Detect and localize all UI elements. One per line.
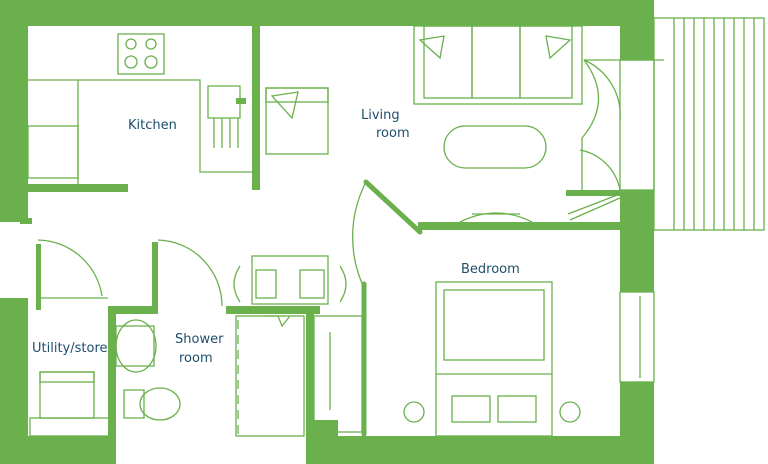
balcony-door — [567, 59, 664, 221]
shower-room-label-line1: Shower — [175, 332, 224, 347]
shower-room — [115, 315, 363, 437]
walls — [0, 0, 654, 464]
utility-store — [29, 371, 111, 437]
living-room-label-line1: Living — [361, 108, 400, 123]
hall — [36, 239, 367, 437]
bedroom-furniture — [403, 281, 655, 437]
dining-table — [233, 255, 347, 305]
bedroom-label: Bedroom — [461, 262, 520, 277]
living-door — [352, 179, 423, 293]
kitchen-fittings — [27, 33, 252, 184]
living-furniture — [265, 25, 583, 223]
shower-room-label-line2: room — [179, 351, 213, 366]
living-room-label-line2: room — [376, 126, 410, 141]
utility-store-label: Utility/store — [32, 341, 108, 356]
balcony — [653, 17, 765, 231]
kitchen-label: Kitchen — [128, 118, 177, 133]
